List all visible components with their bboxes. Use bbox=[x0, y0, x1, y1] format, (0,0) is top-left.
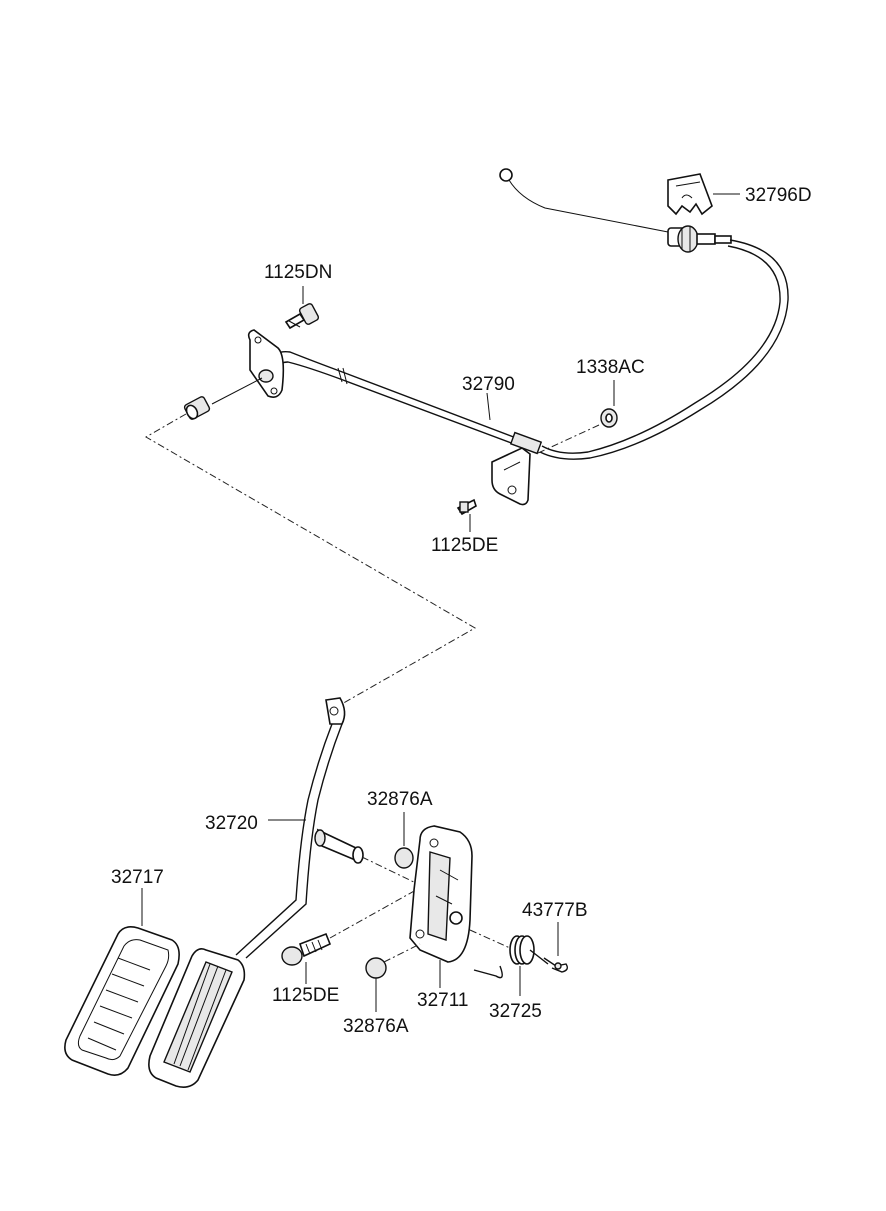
label-1338AC: 1338AC bbox=[576, 357, 645, 378]
cable-end-ball bbox=[499, 168, 513, 182]
bushing-32876A-bottom bbox=[365, 957, 387, 979]
label-32876A-top: 32876A bbox=[367, 789, 433, 810]
bushing-32876A-top bbox=[394, 847, 414, 869]
cable-pedal-end-fitting bbox=[183, 396, 211, 420]
cable-clip-part bbox=[667, 173, 713, 216]
label-43777B: 43777B bbox=[522, 900, 588, 921]
nut-1338AC bbox=[600, 408, 618, 428]
pedal-arm bbox=[235, 697, 346, 959]
label-1125DN: 1125DN bbox=[264, 262, 332, 283]
cable-mounting-bracket bbox=[491, 447, 531, 506]
bolt-1125DN bbox=[284, 303, 320, 330]
label-32720: 32720 bbox=[205, 813, 258, 834]
throttle-cable-assembly bbox=[269, 168, 789, 460]
firewall-grommet-plate bbox=[247, 329, 285, 398]
label-32717: 32717 bbox=[111, 867, 164, 888]
cable-inner-wire-pedal bbox=[211, 377, 263, 405]
bolt-1125DE-top bbox=[456, 498, 477, 516]
label-1125DE-top: 1125DE bbox=[431, 535, 498, 556]
return-spring bbox=[473, 935, 549, 979]
bolt-1125DE-bottom bbox=[281, 932, 332, 966]
label-32725: 32725 bbox=[489, 1001, 542, 1022]
label-32711: 32711 bbox=[417, 990, 468, 1011]
leader-cable-to-pedal bbox=[145, 413, 477, 706]
retaining-clip bbox=[543, 957, 569, 973]
cable-adjuster bbox=[667, 225, 732, 253]
pedal-pad bbox=[148, 948, 246, 1088]
label-32796D: 32796D bbox=[745, 185, 812, 206]
cable-inner-wire-engine bbox=[508, 179, 669, 233]
cable-outer-sheath bbox=[539, 239, 789, 460]
pedal-pad-cover bbox=[64, 926, 180, 1076]
pedal-bracket bbox=[409, 825, 473, 963]
label-32876A-bottom: 32876A bbox=[343, 1016, 409, 1037]
pivot-pin bbox=[314, 828, 364, 864]
label-32790: 32790 bbox=[462, 374, 515, 395]
label-1125DE-bottom: 1125DE bbox=[272, 985, 339, 1006]
